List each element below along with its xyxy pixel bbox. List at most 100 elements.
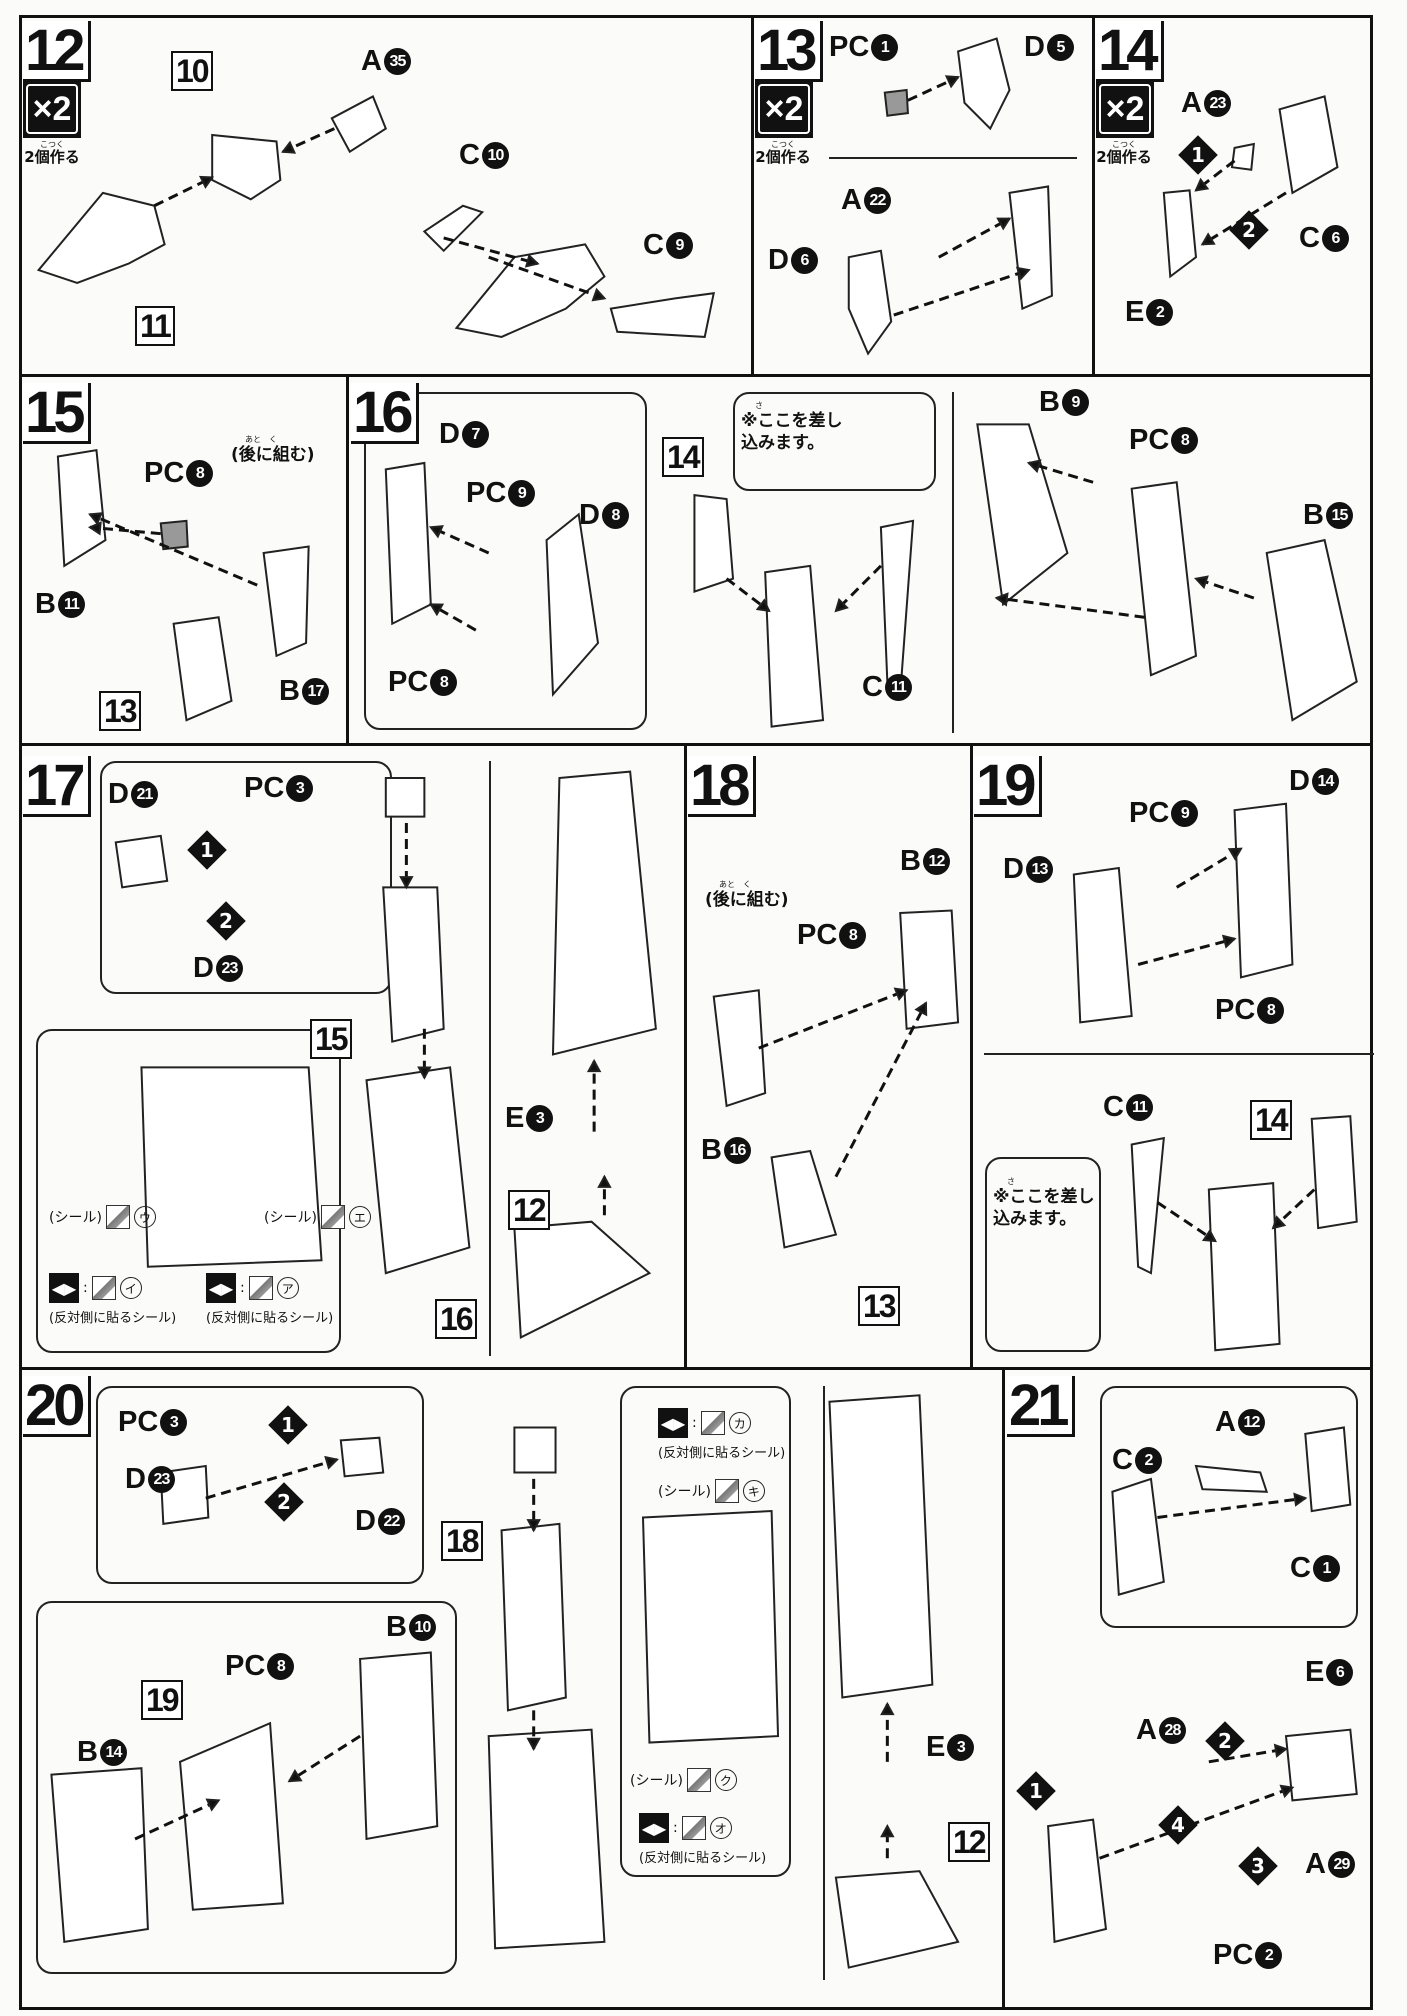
assembly-arrow (89, 513, 258, 587)
arrow-head (834, 597, 849, 613)
frame-part (1162, 189, 1198, 279)
order-diamond: 1 (268, 1405, 308, 1445)
part-letter: PC (1213, 1939, 1254, 1971)
step-reference-box: 19 (141, 1680, 183, 1720)
joint-part (384, 777, 426, 818)
sticker-label: (シール) (658, 1484, 711, 1500)
multiplier-label: ×2 (758, 84, 810, 134)
armor-part (609, 292, 715, 338)
part-number: 3 (947, 1734, 975, 1761)
order-diamond: 2 (1229, 210, 1269, 250)
flip-side-icon: ◀▶ (639, 1813, 669, 1843)
frame-part (382, 886, 445, 1043)
note-text: ※ここを差し (741, 411, 843, 431)
part-number: 12 (922, 848, 950, 875)
part-letter: D (768, 244, 789, 276)
order-number: 1 (1191, 143, 1205, 167)
note-text: 込みます。 (741, 433, 825, 453)
step-reference-box: 12 (948, 1822, 990, 1862)
part-number: 35 (383, 48, 411, 75)
frame-part (764, 564, 825, 728)
step-reference-box: 12 (508, 1190, 550, 1230)
part-letter: D (439, 418, 460, 450)
part-number: 2 (1146, 299, 1174, 326)
make-twice-badge: ×2 (1096, 80, 1154, 138)
sticker-instruction: ◀▶:ア (206, 1273, 299, 1303)
body-part (828, 1394, 934, 1699)
part-number: 3 (160, 1409, 188, 1436)
part-number: 22 (863, 187, 891, 214)
part-number: 8 (186, 460, 214, 487)
arrow-head (1221, 934, 1237, 949)
part-letter: A (841, 184, 862, 216)
assembly-arrow (89, 525, 161, 536)
part-letter: D (1289, 765, 1310, 797)
sticker-icon (248, 1276, 273, 1300)
step-reference-box: 11 (135, 306, 175, 346)
arrow-head (88, 512, 104, 526)
note-text: (後に組む) (231, 445, 315, 465)
arrow-head (755, 598, 771, 613)
multiplier-label: ×2 (26, 84, 78, 134)
part-number: 23 (147, 1466, 175, 1493)
part-letter: PC (118, 1406, 159, 1438)
instruction-note: あと く(後に組む) (231, 435, 315, 466)
assembly-arrow (907, 75, 959, 102)
assembly-arrow (1175, 847, 1242, 889)
armor-part (1265, 538, 1358, 722)
assembly-arrow (488, 255, 605, 300)
sticker-code: ア (276, 1277, 299, 1299)
assembly-arrow (938, 217, 1011, 259)
part-letter: PC (244, 772, 285, 804)
part-number: 17 (301, 678, 329, 705)
callout-frame (985, 1157, 1101, 1352)
part-number: 6 (1321, 225, 1349, 252)
part-number: 8 (267, 1653, 295, 1680)
order-number: 1 (1029, 1779, 1043, 1803)
arrow-head (944, 75, 960, 89)
make-count-text: 2個作る (24, 148, 80, 166)
part-letter: C (459, 139, 480, 171)
note-text: ※ここを差し (993, 1187, 1095, 1207)
assembly-arrow (443, 236, 538, 266)
armor-part (330, 95, 388, 154)
order-number: 2 (219, 909, 233, 933)
assembly-arrow (205, 1458, 338, 1500)
sticker-code: エ (348, 1206, 371, 1228)
order-diamond: 2 (206, 901, 246, 941)
sticker-icon (105, 1205, 130, 1229)
step-number: 21 (1007, 1376, 1075, 1437)
armor-part (1047, 1818, 1108, 1944)
note-ruby: あと く (719, 880, 751, 889)
part-number: 5 (1046, 34, 1074, 61)
body-part (178, 1721, 284, 1911)
sticker-icon (700, 1411, 725, 1435)
part-letter: PC (829, 31, 870, 63)
assembly-arrow (282, 127, 335, 154)
frame-part (1233, 802, 1294, 979)
part-number: 9 (508, 480, 536, 507)
arrow-head (880, 1824, 895, 1838)
arrow-head (1194, 575, 1209, 590)
arrow-head (324, 1455, 339, 1470)
arrow-head (1201, 1228, 1218, 1243)
order-diamond: 1 (187, 830, 227, 870)
arrow-head (1015, 266, 1031, 281)
part-letter: D (1003, 853, 1024, 885)
frame-part (770, 1149, 838, 1249)
order-number: 3 (1251, 1854, 1265, 1878)
